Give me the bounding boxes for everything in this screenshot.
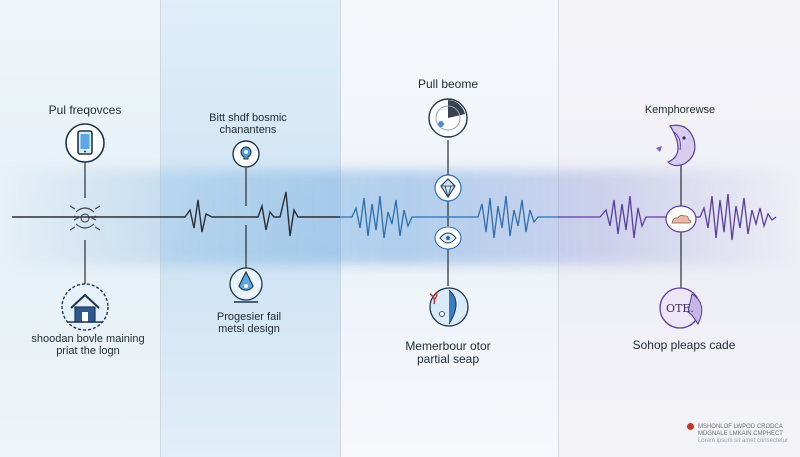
credit-line-2: MDGNALE LMKAIN CMPHECT: [697, 431, 783, 437]
credit-line-3: Lorem ipsum sit amet consectetur: [697, 438, 788, 444]
label-col2-top: Bitt shdf bosmic chanantens: [209, 112, 287, 136]
atom-icon: [69, 205, 101, 231]
phone-icon: [65, 123, 105, 163]
flask-icon: [229, 267, 263, 303]
panel-2: [160, 0, 341, 457]
label-col4-bottom: Sohop pleaps cade: [632, 338, 736, 352]
waveform-segment-3: [558, 193, 777, 241]
credit-block: MSHONLOF LWPOD CRODCA MDGNALE LMKAIN CMP…: [686, 422, 788, 445]
logo-dot-icon: [686, 422, 694, 430]
credit-line-1: MSHONLOF LWPOD CRODCA: [697, 424, 783, 430]
radar-icon: [428, 98, 468, 138]
atom-cross-icon: [429, 287, 469, 327]
label-col1-bottom: shoodan bovle maining priat the logn: [31, 333, 145, 357]
waveform-segment-2: [340, 195, 558, 239]
bird-icon: [656, 124, 696, 167]
moth-icon: OTE.: [659, 287, 703, 329]
label-col1-top: Pul freqovces: [48, 103, 122, 117]
diamond-icon: [434, 174, 462, 202]
house-icon: [61, 283, 109, 331]
panel-1: [0, 0, 160, 457]
cloud-icon: [665, 205, 697, 233]
report-badge-icon: OTE.: [666, 302, 694, 315]
flower-icon: [434, 226, 462, 250]
label-col2-bottom: Progesier fail metsl design: [216, 311, 282, 335]
waveform-segment-1: [12, 191, 340, 237]
label-col3-top: Pull beome: [417, 77, 479, 91]
label-col3-bottom: Memerbour otor partial seap: [405, 339, 491, 366]
lightbulb-icon: [232, 140, 260, 168]
label-col4-top: Kemphorewse: [644, 104, 716, 116]
